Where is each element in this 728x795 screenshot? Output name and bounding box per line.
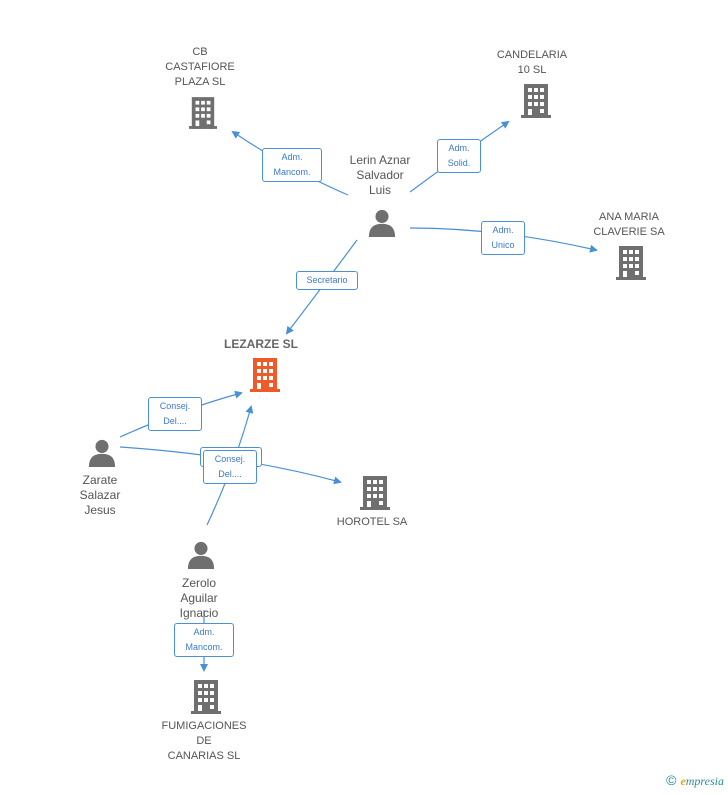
person-icon-lerin[interactable] (368, 209, 396, 237)
company-label-cb-castafiore[interactable]: CB CASTAFIORE PLAZA SL (165, 46, 235, 88)
brand-name: mpresia (685, 774, 724, 788)
person-icon-zerolo[interactable] (187, 541, 215, 569)
building-icon-fumigaciones[interactable] (191, 680, 221, 714)
person-icon-zarate[interactable] (88, 439, 116, 467)
edge-label-lerin-ana[interactable]: Adm. Unico (481, 221, 525, 255)
building-icon-lezarze[interactable] (250, 358, 280, 392)
edge-label-lerin-cb[interactable]: Adm. Mancom. (262, 148, 322, 182)
company-label-horotel[interactable]: HOROTEL SA (336, 516, 408, 528)
building-icon-horotel[interactable] (360, 476, 390, 510)
building-icon-cb-castafiore[interactable] (189, 97, 217, 129)
person-label-lerin[interactable]: Lerin Aznar Salvador Luis (349, 153, 411, 197)
building-icon-candelaria[interactable] (521, 84, 551, 118)
person-label-zarate[interactable]: Zarate Salazar Jesus (79, 473, 121, 517)
company-label-candelaria[interactable]: CANDELARIA 10 SL (496, 49, 568, 76)
building-icon-ana-maria[interactable] (616, 246, 646, 280)
company-label-lezarze[interactable]: LEZARZE SL (224, 337, 298, 351)
company-label-fumigaciones[interactable]: FUMIGACIONES DE CANARIAS SL (161, 720, 247, 762)
edge-label-zerolo-lezarze[interactable]: Consej. Del.... (203, 450, 257, 484)
copyright-icon: © (666, 772, 677, 788)
edge-label-zerolo-fumigaciones[interactable]: Adm. Mancom. (174, 623, 234, 657)
person-label-zerolo[interactable]: Zerolo Aguilar Ignacio (179, 576, 219, 620)
edge-label-lerin-candelaria[interactable]: Adm. Solid. (437, 139, 481, 173)
footer-brand[interactable]: ©empresia (666, 772, 724, 789)
edge-label-lerin-lezarze[interactable]: Secretario (296, 271, 358, 290)
brand-logo-e: e (680, 774, 686, 788)
company-label-ana-maria[interactable]: ANA MARIA CLAVERIE SA (593, 211, 665, 238)
edge-label-zarate-lezarze[interactable]: Consej. Del.... (148, 397, 202, 431)
